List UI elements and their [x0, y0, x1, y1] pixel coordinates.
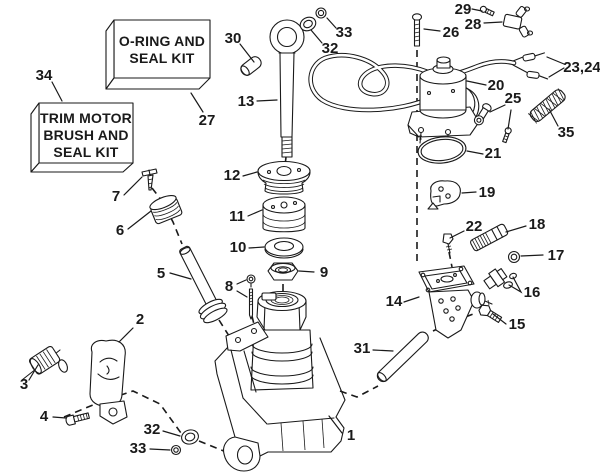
callout-25: 25: [505, 90, 522, 107]
kit-box-trim-motor: TRIM MOTOR BRUSH AND SEAL KIT: [30, 102, 134, 173]
callout-2: 2: [136, 311, 144, 328]
part-3-bearing: [21, 345, 68, 381]
trim-box-side: [30, 102, 40, 173]
trim-kit-label-line1: TRIM MOTOR: [40, 110, 132, 126]
part-5-rod: [179, 245, 228, 324]
callout-26: 26: [443, 24, 460, 41]
part-17-nut: [507, 250, 521, 264]
dashed-bolt22: [448, 251, 453, 268]
callout-7: 7: [112, 188, 120, 205]
part-9-nut: [267, 262, 299, 281]
callout-18: 18: [529, 216, 546, 233]
oring-box-bottom: [105, 77, 211, 90]
callout-labels: 34 27 30 13 32 33 29 28 26 23,24 20 25 3…: [20, 1, 600, 457]
part-18-cylinder: [470, 223, 509, 252]
callout-5: 5: [157, 265, 165, 282]
part-15-bolt: [478, 304, 503, 323]
motor-mount-screw-a: [417, 126, 425, 144]
part-33-bottom-ring: [170, 444, 182, 456]
part-19-cover: [427, 180, 461, 210]
part-14-manifold: [418, 265, 493, 339]
part-21-oring: [417, 136, 467, 164]
callout-28: 28: [465, 16, 482, 33]
callout-6: 6: [116, 222, 124, 239]
callout-8: 8: [225, 278, 233, 295]
rod-collar: [198, 298, 228, 324]
callout-19: 19: [479, 184, 496, 201]
part-26-bolt: [411, 13, 423, 47]
part-31-rod: [376, 331, 429, 383]
callout-4: 4: [40, 408, 49, 425]
dashed-to-bolt15: [432, 312, 477, 332]
part-22-bolt: [442, 233, 454, 254]
callout-23-24: 23,24: [563, 59, 600, 76]
harness-core: [309, 54, 516, 112]
trim-box-bottom: [30, 162, 134, 173]
part-2-reservoir: [89, 339, 128, 425]
callout-27: 27: [199, 112, 216, 129]
wire-branch-b: [512, 64, 529, 74]
callout-3: 3: [20, 376, 28, 393]
leader-lines: [28, 8, 565, 451]
callout-12: 12: [224, 167, 241, 184]
callout-1: 1: [347, 427, 355, 444]
part-23-24-terminals: [522, 52, 549, 80]
part-35-spring: [527, 88, 566, 124]
callout-13: 13: [238, 93, 255, 110]
callout-33-top: 33: [336, 24, 353, 41]
oring-box-side: [105, 19, 115, 90]
part-11-piston: [262, 196, 306, 233]
dashed-to-foot: [198, 440, 237, 457]
part-25-link: [473, 103, 512, 144]
part-32-top-bushing: [299, 16, 317, 32]
oring-kit-label-line2: SEAL KIT: [129, 50, 194, 66]
part-8-bleed-screw: [246, 274, 256, 320]
part-1-housing: [214, 290, 346, 472]
callout-21: 21: [485, 145, 502, 162]
callout-20: 20: [488, 77, 505, 94]
part-33-top-ring: [315, 7, 327, 19]
part-30-pin: [240, 56, 262, 76]
callout-16: 16: [524, 284, 541, 301]
part-13-tilt-shaft: [269, 19, 305, 158]
callout-14: 14: [386, 293, 403, 310]
kit-box-oring: O-RING AND SEAL KIT: [105, 19, 211, 90]
part-10-washer: [264, 237, 304, 259]
callout-34: 34: [36, 67, 53, 84]
callout-32-bottom: 32: [144, 421, 161, 438]
callout-33-bottom: 33: [130, 440, 147, 457]
part-4-screw: [65, 412, 90, 426]
part-6-plug: [149, 195, 183, 225]
dashed-bottom-left: [63, 390, 182, 434]
part-28-connector: [502, 6, 534, 38]
wire-branch-a: [512, 56, 524, 62]
part-20-trim-motor: [407, 56, 480, 145]
callout-22: 22: [466, 218, 483, 235]
callout-30: 30: [225, 30, 242, 47]
part-7-screw: [141, 168, 158, 191]
callout-31: 31: [354, 340, 371, 357]
callout-17: 17: [548, 247, 565, 264]
oring-kit-label-line1: O-RING AND: [119, 33, 205, 49]
callout-35: 35: [558, 124, 575, 141]
part-16-valve: [483, 268, 517, 290]
trim-kit-label-line2: BRUSH AND: [43, 127, 128, 143]
dashed-to-rod31: [339, 385, 379, 398]
callout-11: 11: [229, 208, 245, 225]
trim-kit-label-line3: SEAL KIT: [53, 144, 118, 160]
part-32-bottom-seal: [181, 429, 199, 445]
callout-32-top: 32: [322, 40, 339, 57]
part-12-cap: [257, 160, 311, 195]
callout-9: 9: [320, 264, 328, 281]
callout-15: 15: [509, 316, 526, 333]
callout-10: 10: [230, 239, 247, 256]
oring-box-face: [113, 19, 211, 79]
callout-29: 29: [455, 1, 472, 18]
